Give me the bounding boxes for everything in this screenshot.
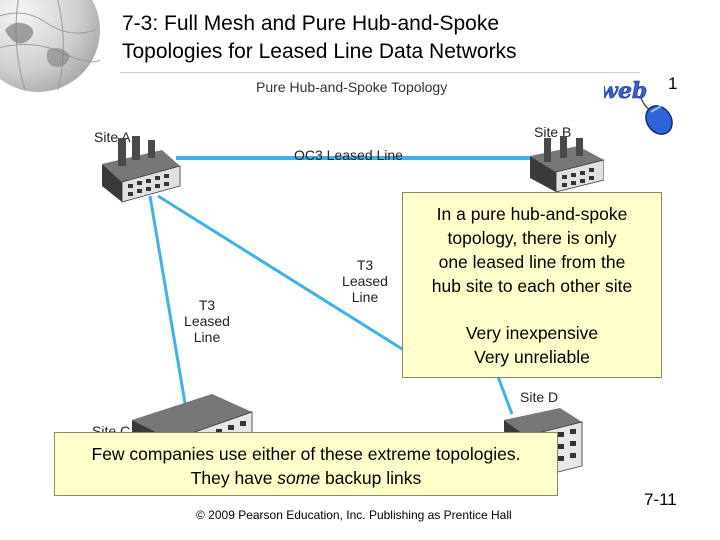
t3-left-label-3: Line: [194, 329, 221, 345]
t3-link-to-site-d-end: [495, 373, 514, 415]
t3-link-to-site-d: [157, 194, 443, 376]
slide-title-line-1: 7-3: Full Mesh and Pure Hub-and-Spoke: [122, 12, 500, 35]
diagram-title: Pure Hub-and-Spoke Topology: [256, 79, 447, 95]
note-line-5: Very inexpensive: [465, 323, 599, 343]
note-spacer: [403, 298, 661, 321]
oc3-label: OC3 Leased Line: [294, 147, 403, 163]
slide-title: 7-3: Full Mesh and Pure Hub-and-Spoke To…: [122, 10, 642, 66]
title-divider: [120, 72, 640, 73]
site-b-building-icon: [530, 136, 604, 193]
backup-links-note: Few companies use either of these extrem…: [54, 432, 558, 496]
web-mouse-logo-icon: web: [599, 78, 673, 135]
t3-left-label-2: Leased: [184, 313, 230, 329]
copyright-text: © 2009 Pearson Education, Inc. Publishin…: [196, 508, 512, 522]
slide-title-line-2: Topologies for Leased Line Data Networks: [122, 40, 517, 63]
hub-and-spoke-note: In a pure hub-and-spoke topology, there …: [402, 192, 662, 378]
t3-right-label-3: Line: [352, 289, 379, 305]
bottom-note-line-2-end: backup links: [320, 468, 422, 488]
t3-link-to-site-c: [148, 195, 188, 410]
slide-marker: 1: [668, 74, 678, 93]
t3-left-label-1: T3: [199, 297, 216, 313]
bottom-note-line-2: They have some backup links: [55, 466, 557, 490]
bottom-note-line-1: Few companies use either of these extrem…: [91, 444, 521, 464]
note-line-2: topology, there is only: [447, 228, 617, 248]
note-line-4: hub site to each other site: [431, 276, 633, 296]
bottom-note-emphasis: some: [277, 468, 321, 488]
note-line-1: In a pure hub-and-spoke: [436, 204, 628, 224]
site-d-label: Site D: [520, 389, 558, 405]
globe-icon: [0, 0, 101, 92]
note-line-3: one leased line from the: [438, 252, 626, 272]
logo-text: web: [599, 78, 647, 104]
site-a-building-icon: [102, 136, 181, 203]
t3-right-label-2: Leased: [342, 273, 388, 289]
note-line-6: Very unreliable: [474, 347, 590, 367]
t3-right-label-1: T3: [357, 257, 374, 273]
page-number: 7-11: [644, 490, 677, 509]
bottom-note-line-2-start: They have: [190, 468, 278, 488]
